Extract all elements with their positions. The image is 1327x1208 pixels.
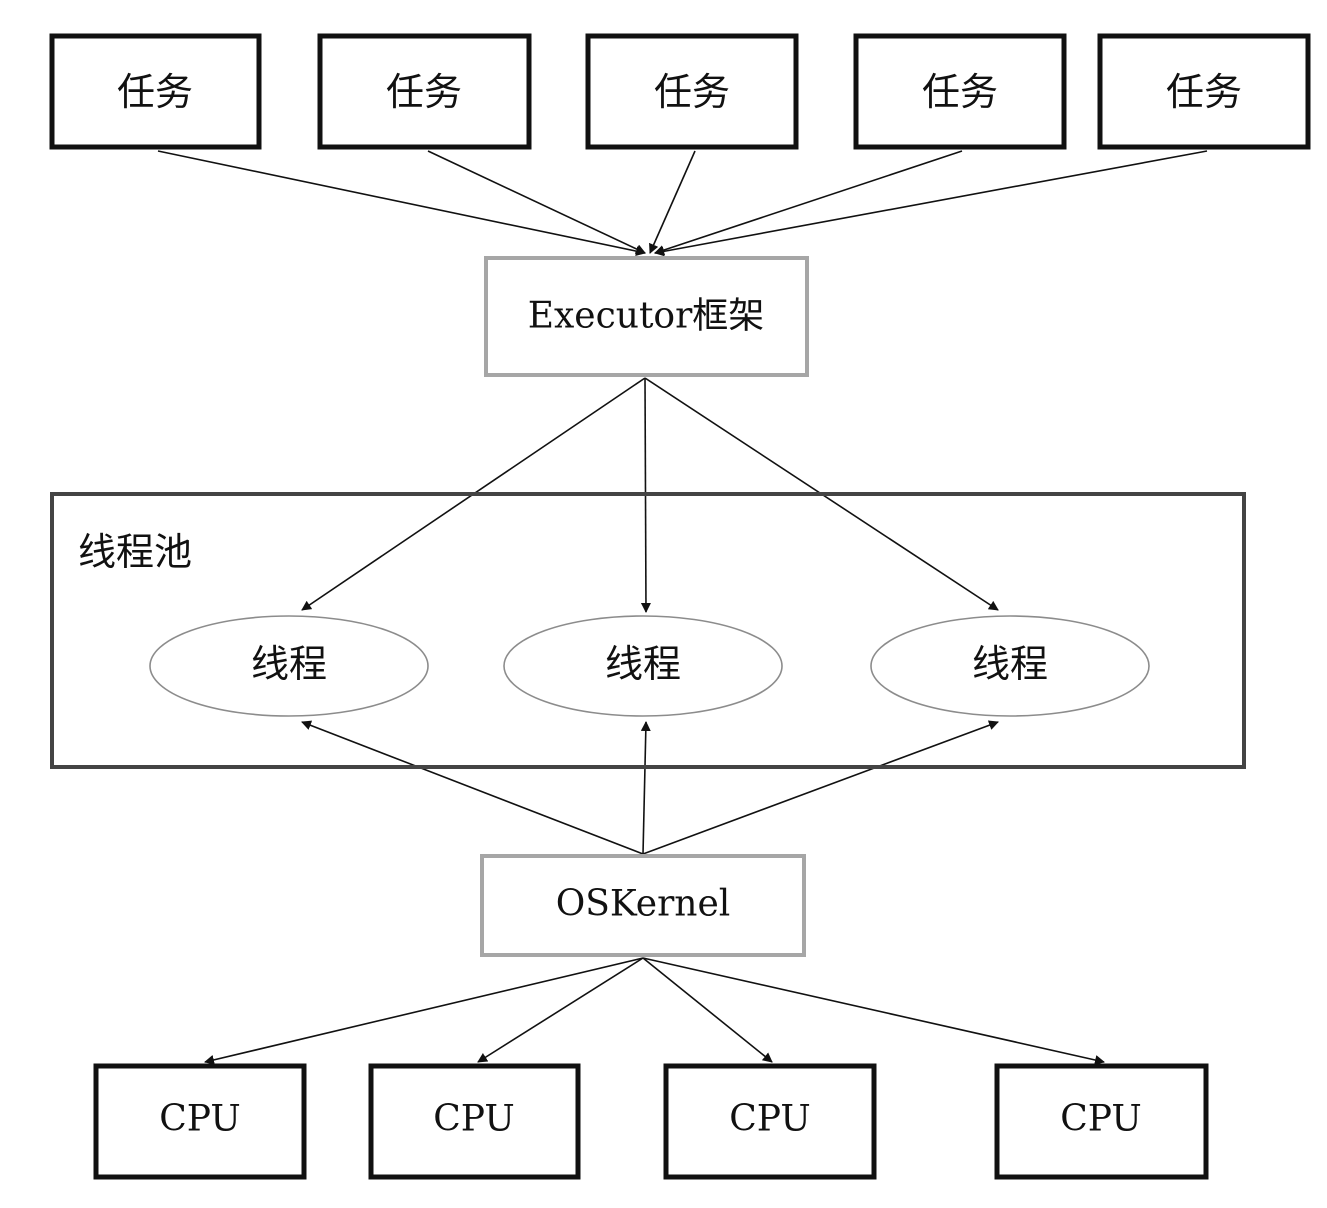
kernel-node: OSKernel (480, 854, 806, 957)
task-label: 任务 (1166, 70, 1242, 114)
cpu-label: CPU (433, 1099, 514, 1140)
thread-node: 线程 (503, 615, 783, 717)
task-row: 任务 任务 任务 任务 任务 (49, 33, 1311, 150)
cpu-label: CPU (1060, 1099, 1141, 1140)
thread-label: 线程 (251, 642, 327, 686)
thread-label: 线程 (972, 642, 1048, 686)
task-label: 任务 (117, 70, 193, 114)
edge-task-4-to-executor (654, 150, 963, 255)
cpu-node: CPU (93, 1063, 307, 1180)
kernel-thread-edges (301, 720, 999, 855)
edge-kernel-to-cpu-3 (642, 957, 773, 1063)
task-label: 任务 (654, 70, 730, 114)
cpu-node: CPU (994, 1063, 1209, 1180)
edge-kernel-to-thread-3 (642, 720, 999, 855)
task-edges (157, 150, 1208, 257)
cpu-label: CPU (729, 1099, 810, 1140)
task-label: 任务 (386, 70, 462, 114)
task-node: 任务 (317, 33, 532, 150)
task-node: 任务 (585, 33, 799, 150)
edge-kernel-to-cpu-2 (477, 957, 644, 1063)
edge-task-2-to-executor (427, 150, 646, 254)
edge-kernel-to-cpu-1 (204, 957, 644, 1065)
task-node: 任务 (49, 33, 262, 150)
task-label: 任务 (922, 70, 998, 114)
thread-node: 线程 (870, 615, 1150, 717)
edge-task-1-to-executor (157, 150, 646, 257)
thread-node: 线程 (149, 615, 429, 717)
cpu-node: CPU (368, 1063, 581, 1180)
edge-task-5-to-executor (654, 150, 1208, 257)
thread-pool-label: 线程池 (78, 530, 192, 574)
cpu-row: CPU CPU CPU CPU (93, 1063, 1209, 1180)
thread-label: 线程 (605, 642, 681, 686)
kernel-cpu-edges (204, 957, 1105, 1065)
task-node: 任务 (853, 33, 1067, 150)
edge-kernel-to-thread-2 (640, 721, 651, 855)
executor-label: Executor框架 (528, 296, 765, 337)
thread-pool: 线程池 线程 线程 线程 (50, 492, 1246, 769)
edge-kernel-to-cpu-4 (642, 957, 1105, 1065)
edge-task-3-to-executor (649, 150, 696, 254)
cpu-label: CPU (159, 1099, 240, 1140)
executor-node: Executor框架 (484, 256, 809, 377)
edge-kernel-to-thread-1 (301, 720, 644, 855)
cpu-node: CPU (663, 1063, 877, 1180)
task-node: 任务 (1097, 33, 1311, 150)
kernel-label: OSKernel (556, 884, 731, 925)
